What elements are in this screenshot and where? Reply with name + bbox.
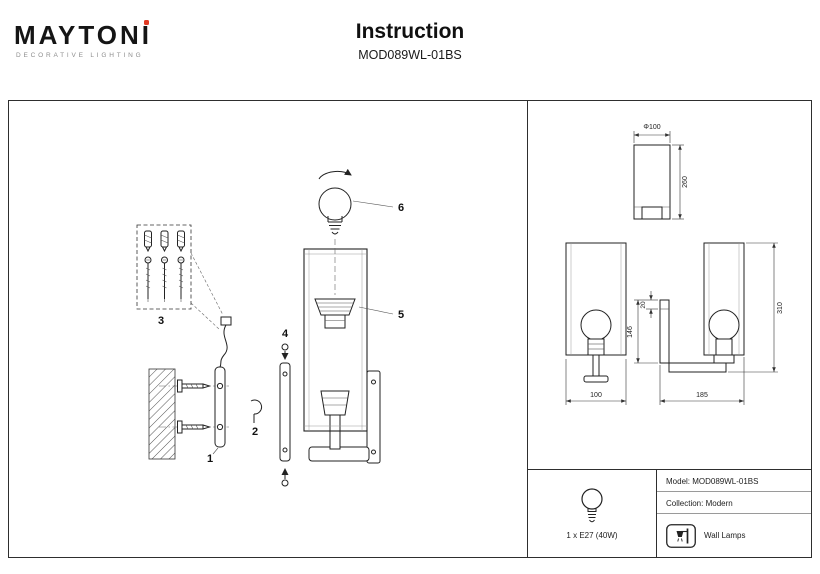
part-label-2: 2 <box>252 426 258 438</box>
category-label: Wall Lamps <box>704 531 746 540</box>
category-row: Wall Lamps <box>657 514 811 557</box>
brand-name: MAYTONI <box>14 20 153 50</box>
dim-plate-height: 146 <box>627 326 634 338</box>
leader-line <box>358 306 394 315</box>
brand-wordmark: MAYTONI <box>14 20 153 50</box>
part-label-6: 6 <box>398 202 404 214</box>
dim-plate-top: 20 <box>640 301 647 309</box>
screw-icon <box>144 256 152 302</box>
part-label-4: 4 <box>282 328 289 340</box>
assembly-panel: 1 2 <box>9 101 528 557</box>
content-frame: 1 2 <box>8 100 812 558</box>
anchor-icon <box>144 230 152 253</box>
page-title: Instruction <box>355 20 465 43</box>
model-spec-cell: Model: MOD089WL-01BS Collection: Modern … <box>657 470 811 557</box>
exploded-assembly-diagram: 1 2 <box>136 168 404 487</box>
brand-logo: MAYTONI DECORATIVE LIGHTING <box>14 20 153 59</box>
wall-lamp-category-icon <box>666 523 696 548</box>
wall-section <box>148 368 176 460</box>
mounting-plate <box>212 366 226 455</box>
side-view-drawing: 20 146 310 <box>627 242 784 405</box>
dimension-drawings: Φ100 260 <box>565 124 784 405</box>
anchor-icon <box>177 230 185 253</box>
bulb-spec-cell: 1 x E27 (40W) <box>528 470 657 557</box>
part-label-5: 5 <box>398 309 404 321</box>
screw-icon <box>177 256 185 302</box>
model-number: MOD089WL-01BS <box>358 48 462 62</box>
bulb-icon <box>581 488 603 523</box>
collection-row: Collection: Modern <box>657 492 811 514</box>
rotation-arrow-icon <box>318 168 352 180</box>
fasteners-detail-box <box>136 224 224 330</box>
dimensions-area: Φ100 260 <box>528 101 811 470</box>
bulb-spec-label: 1 x E27 (40W) <box>566 531 618 540</box>
screw-icon <box>177 379 212 393</box>
lamp-holder <box>314 298 356 329</box>
dim-total-height: 310 <box>777 302 784 314</box>
dim-shade-diameter: Φ100 <box>643 124 660 131</box>
product-info-area: 1 x E27 (40W) Model: MOD089WL-01BS Colle… <box>528 470 811 557</box>
brand-red-dot-icon <box>144 20 150 25</box>
power-cable <box>219 316 232 368</box>
anchor-icon <box>160 230 169 253</box>
lamp-body <box>308 370 381 464</box>
dim-shade-height: 260 <box>682 176 689 188</box>
shade-dimension-drawing: Φ100 260 <box>633 124 689 220</box>
mounting-screws <box>159 379 229 434</box>
cable-clip-icon <box>250 399 263 423</box>
part-label-1: 1 <box>207 453 213 465</box>
dim-front-width: 100 <box>590 392 602 399</box>
screw-icon <box>161 256 168 302</box>
leader-line <box>352 200 394 208</box>
specs-panel: Φ100 260 <box>528 101 811 557</box>
header-titles: Instruction MOD089WL-01BS <box>0 20 820 62</box>
bracket-strip <box>279 343 291 487</box>
part-label-3: 3 <box>158 315 164 327</box>
model-row: Model: MOD089WL-01BS <box>657 470 811 492</box>
glass-shade <box>303 248 368 432</box>
light-bulb <box>318 168 352 235</box>
screw-icon <box>177 420 212 434</box>
brand-tagline: DECORATIVE LIGHTING <box>16 52 144 59</box>
dim-depth: 185 <box>696 392 708 399</box>
front-view-drawing: 100 <box>565 242 627 405</box>
